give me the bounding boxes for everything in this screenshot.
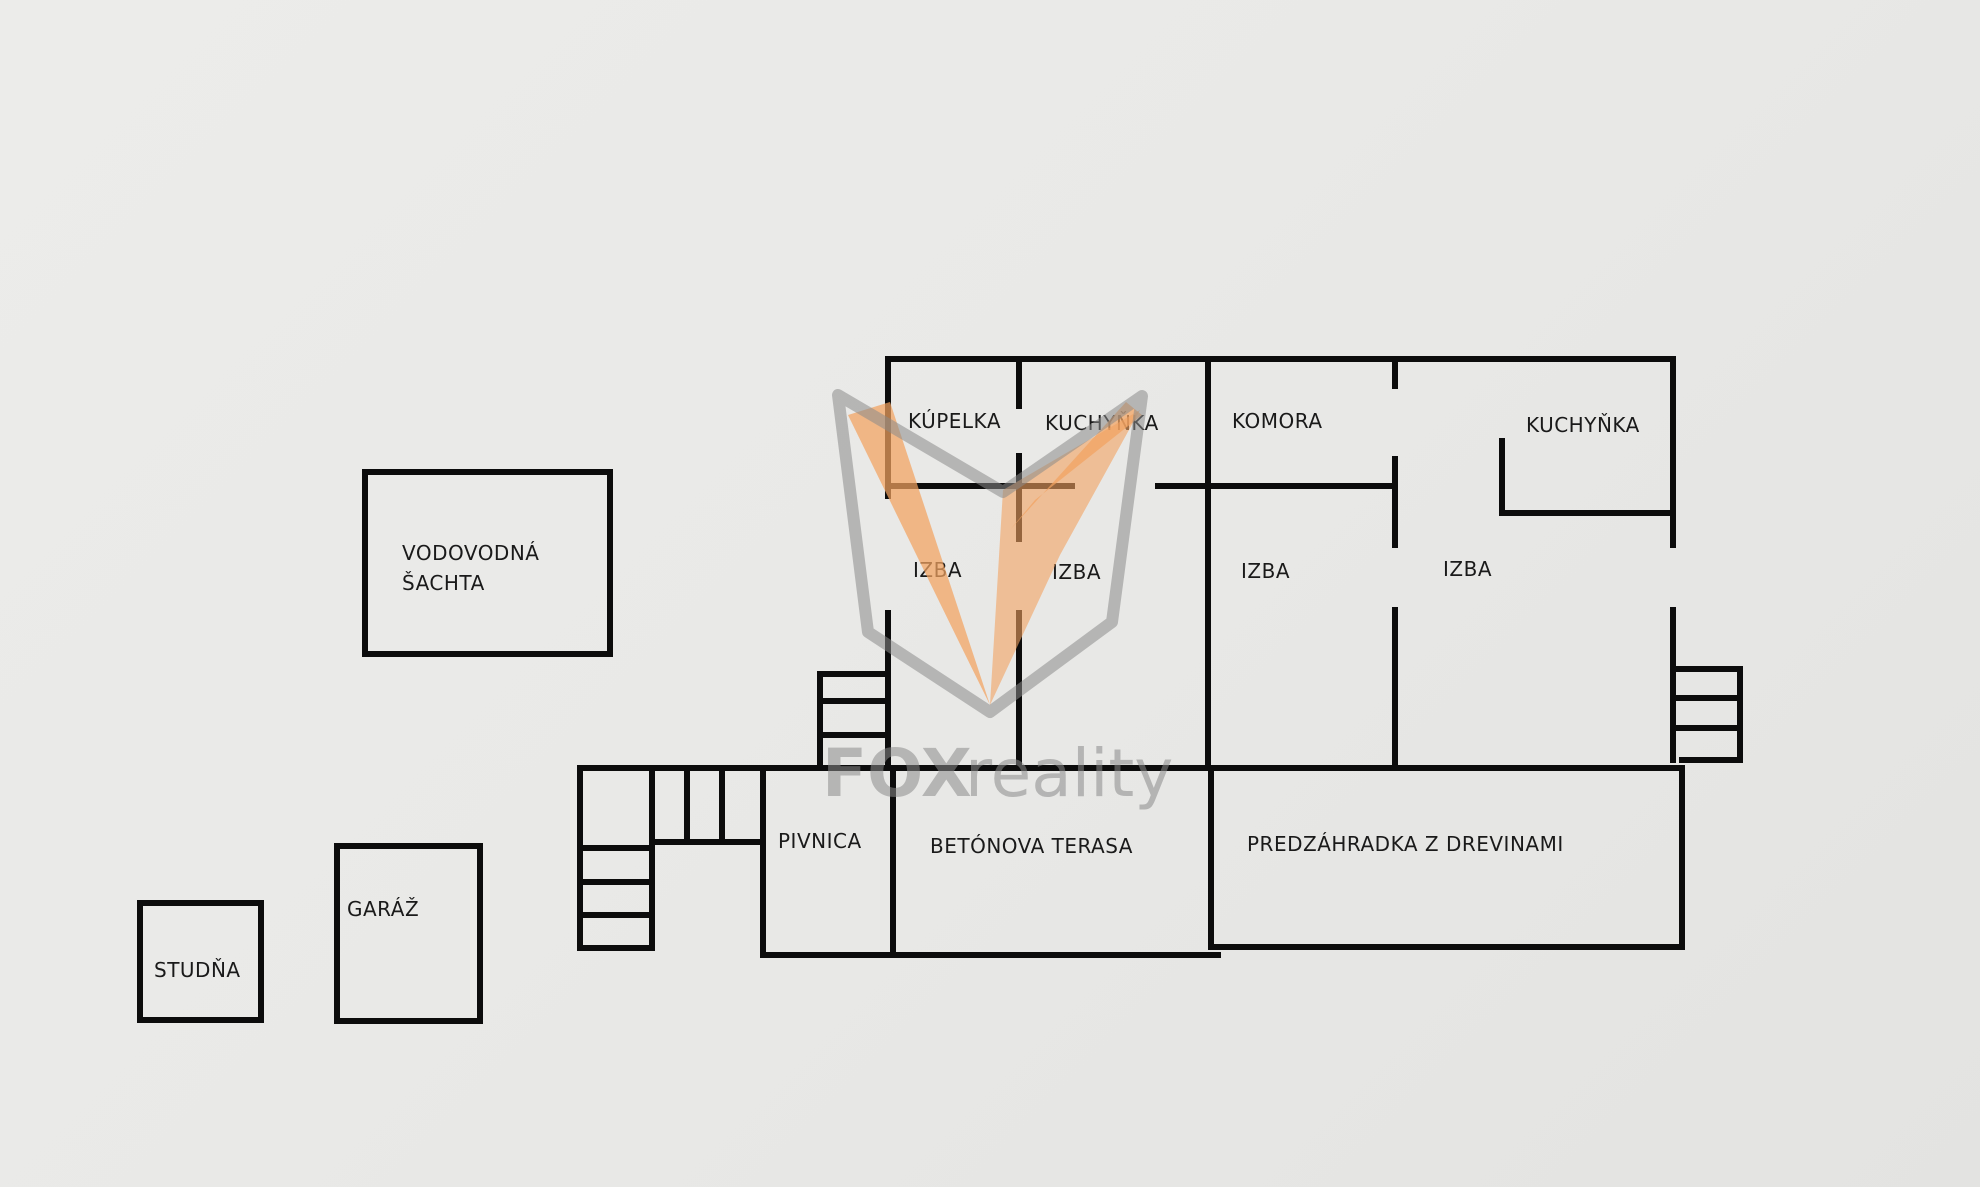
label-pivnica: PIVNICA — [778, 829, 862, 853]
fox-logo-watermark: FOX reality — [822, 389, 1173, 812]
stairs-right — [1670, 666, 1743, 763]
fox-logo-brand-text: FOX — [822, 735, 972, 812]
label-izba-2: IZBA — [1052, 560, 1101, 584]
label-water-shaft-line1: VODOVODNÁ — [402, 541, 539, 565]
label-izba-4: IZBA — [1443, 557, 1492, 581]
fox-logo-orange-left — [848, 402, 990, 705]
label-izba-3: IZBA — [1241, 559, 1290, 583]
label-kuchynka-right: KUCHYŇKA — [1526, 413, 1640, 437]
water-shaft-outline — [362, 469, 613, 657]
garage-outline — [334, 843, 483, 1024]
fox-logo-orange-mid — [990, 410, 1140, 705]
label-komora: KOMORA — [1232, 409, 1323, 433]
label-water-shaft-line2: ŠACHTA — [402, 571, 485, 595]
label-studna: STUDŇA — [154, 958, 241, 982]
stairs-bottom-left — [577, 765, 766, 951]
stairs-left-house — [817, 671, 891, 771]
fox-logo-grey-outline — [832, 389, 1148, 718]
label-predzahradka: PREDZÁHRADKA Z DREVINAMI — [1247, 832, 1564, 856]
fox-logo-suffix-text: reality — [965, 735, 1173, 812]
label-kupelka: KÚPELKA — [908, 409, 1001, 433]
label-terasa: BETÓNOVA TERASA — [930, 834, 1133, 858]
label-garaz: GARÁŽ — [347, 897, 419, 921]
well-outline — [137, 900, 264, 1023]
